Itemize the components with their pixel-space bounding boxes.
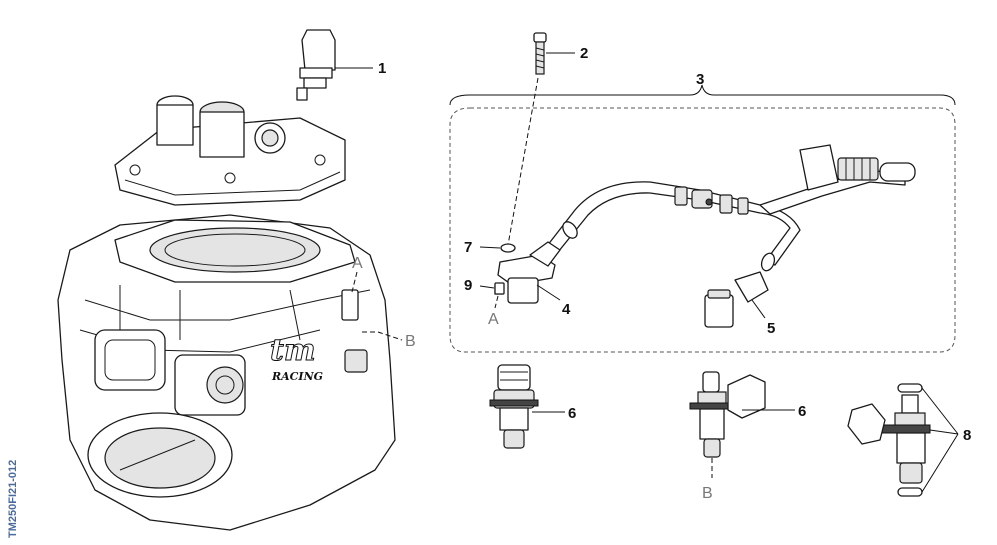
callout-6a: 6 (568, 405, 576, 422)
callout-4-leader (536, 284, 561, 301)
injector-kit (847, 383, 931, 497)
callout-5-leader (751, 299, 766, 319)
ref-b-leader (362, 331, 403, 341)
harness-hose (539, 181, 801, 266)
callout-9: 9 (464, 277, 472, 294)
exhaust-flange (94, 329, 166, 391)
injector-holder (494, 241, 561, 304)
logo-tm: tm (270, 333, 316, 368)
ref-a-top: A (352, 255, 363, 272)
injector-left (489, 364, 539, 449)
bolt-axis (507, 77, 539, 246)
sensor-connector (704, 271, 769, 328)
o-ring (500, 243, 516, 253)
callout-6b: 6 (798, 403, 806, 420)
callout-8: 8 (963, 427, 971, 444)
callout-1: 1 (378, 60, 386, 77)
kit-boundary (449, 107, 956, 353)
injector-right (689, 371, 766, 458)
callout-3: 3 (696, 71, 704, 88)
callout-5: 5 (767, 320, 775, 337)
logo-racing: RACING (271, 370, 323, 383)
callout-8-leader (921, 387, 959, 493)
temperature-sensor (296, 29, 336, 101)
callout-4: 4 (562, 301, 571, 318)
cylinder-head (114, 95, 346, 206)
cylinder-assembly: tm RACING (57, 214, 396, 531)
callout-9-leader (479, 285, 495, 289)
cylinder-bore (149, 227, 321, 273)
ref-b-right: B (405, 333, 416, 350)
kit-bracket (449, 84, 956, 106)
callout-7: 7 (464, 239, 472, 256)
ref-a-bottom: A (488, 311, 499, 328)
callout-7-leader (479, 246, 501, 249)
spacer (494, 282, 505, 295)
bolt (533, 32, 547, 75)
figure-code: TM250FI21-012 (7, 460, 19, 538)
ref-b-bottom: B (702, 485, 713, 502)
callout-2: 2 (580, 45, 588, 62)
